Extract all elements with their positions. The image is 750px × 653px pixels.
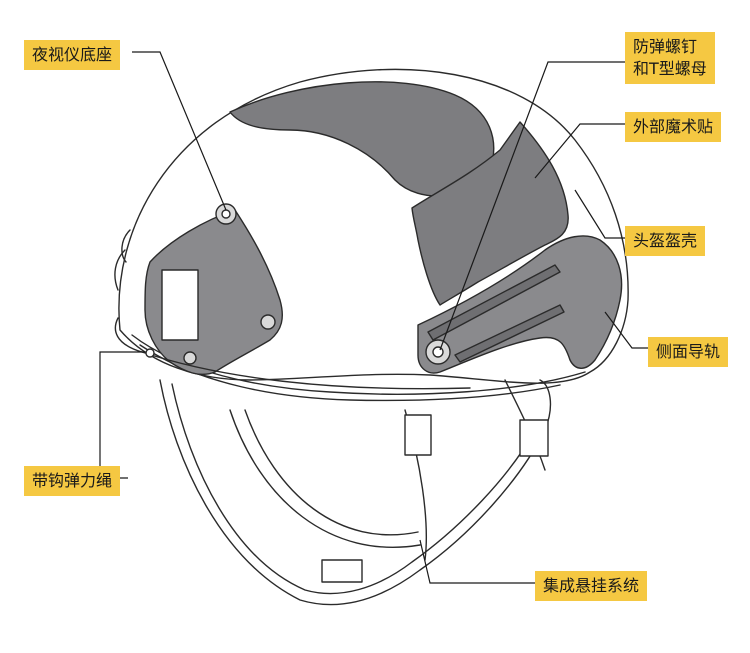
callout-shell-text: 头盔盔壳 [633,230,697,252]
leader-shell [575,190,625,238]
top-velcro-strip [230,82,494,196]
callout-bolt-nut-line1: 防弹螺钉 [633,36,707,58]
callout-side-rail: 侧面导轨 [648,337,728,367]
leader-suspension [420,540,535,583]
callout-bolt-nut: 防弹螺钉 和T型螺母 [625,32,715,84]
callout-velcro-text: 外部魔术贴 [633,116,713,138]
callout-side-rail-text: 侧面导轨 [656,341,720,363]
leader-nvg [132,52,226,210]
callout-nvg-mount: 夜视仪底座 [24,40,120,70]
callout-suspension-text: 集成悬挂系统 [543,575,639,597]
callout-bungee-text: 带钩弹力绳 [32,470,112,492]
callout-bungee: 带钩弹力绳 [24,466,120,496]
callout-velcro: 外部魔术贴 [625,112,721,142]
callout-shell: 头盔盔壳 [625,226,705,256]
callout-suspension: 集成悬挂系统 [535,571,647,601]
leader-bungee [100,352,145,478]
callout-nvg-mount-text: 夜视仪底座 [32,44,112,66]
callout-bolt-nut-line2: 和T型螺母 [633,58,707,80]
